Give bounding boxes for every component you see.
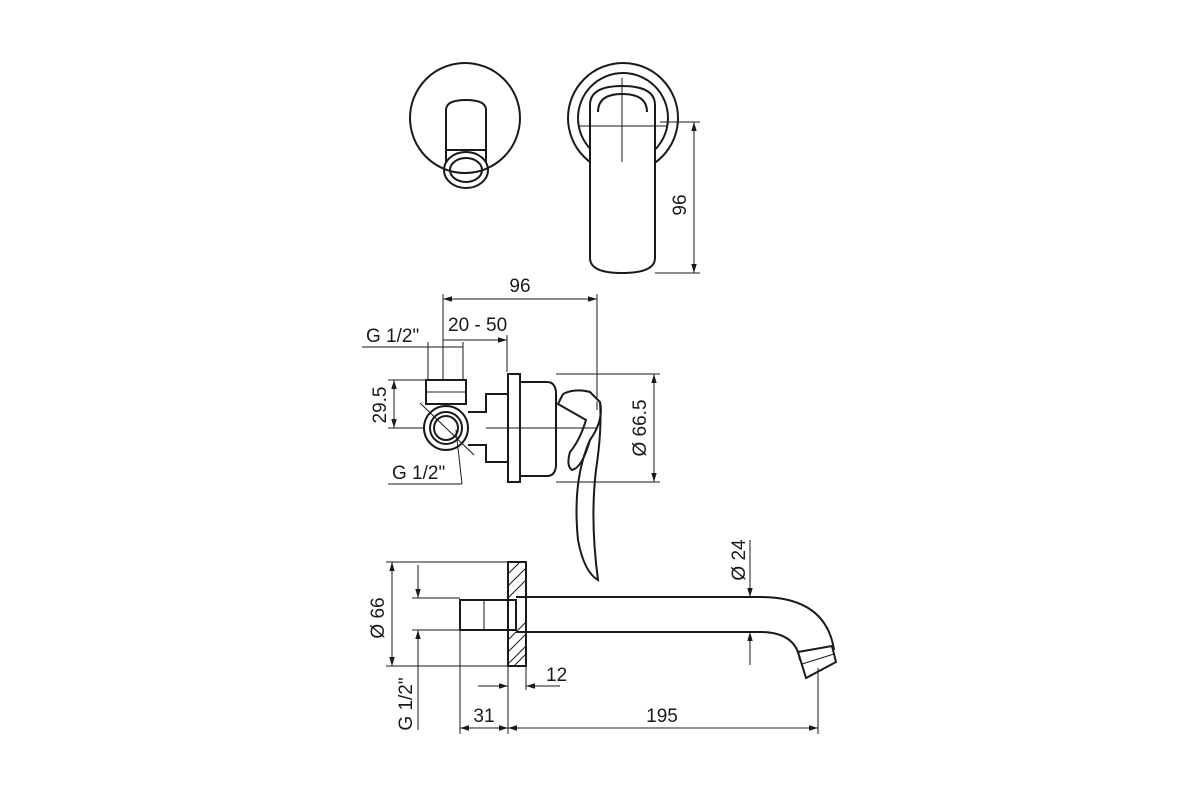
dim-12: 12 <box>546 665 567 686</box>
mixer-side-view: 96 20 - 50 G 1/2" 29.5 G 1/2" <box>362 276 660 582</box>
spout-front-view <box>409 62 521 189</box>
thread-bottom-label: G 1/2" <box>392 463 445 484</box>
spout-side-view: Ø 24 Ø 66 G 1/2" 12 31 195 <box>368 539 838 734</box>
dim-diameter-24: Ø 24 <box>729 539 750 581</box>
thread-top-label: G 1/2" <box>366 326 419 347</box>
dim-diameter-66: Ø 66 <box>368 597 389 638</box>
dim-29-5: 29.5 <box>370 387 391 424</box>
dim-31: 31 <box>473 706 494 727</box>
dim-96-horizontal: 96 <box>509 276 530 297</box>
dim-96-vertical: 96 <box>670 194 691 215</box>
dim-20-50: 20 - 50 <box>448 315 507 336</box>
rosette-hatching <box>507 561 527 667</box>
dim-diameter-66-5: Ø 66.5 <box>630 399 651 456</box>
dim-195: 195 <box>646 706 678 727</box>
mixer-front-view: 96 <box>567 62 700 275</box>
thread-spout-label: G 1/2" <box>396 677 417 730</box>
